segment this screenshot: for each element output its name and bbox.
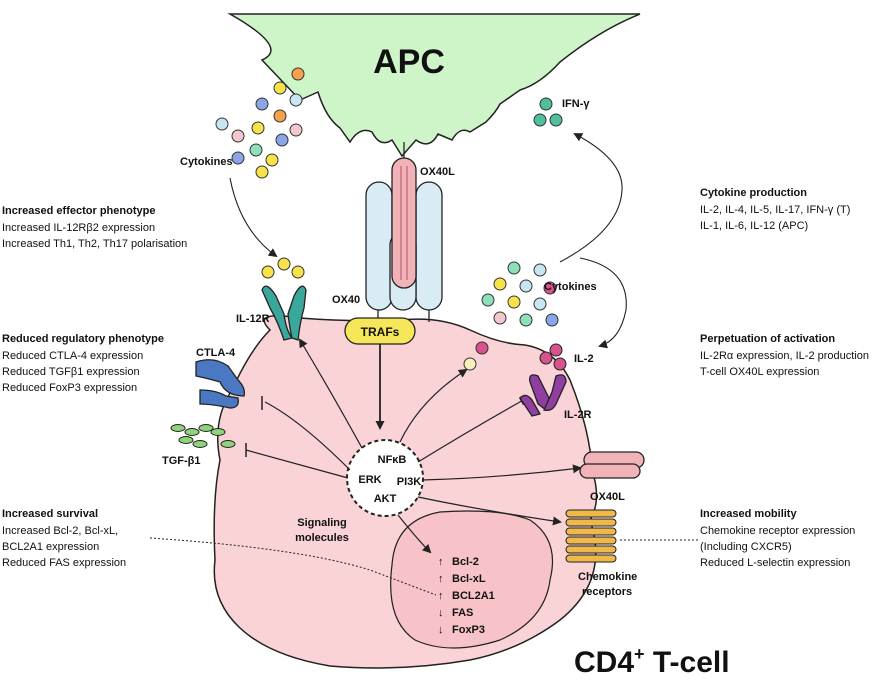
cytokines-right-arrow — [579, 257, 627, 349]
gene-arrow: ↑ — [438, 573, 444, 585]
signaling-caption-1: Signaling — [297, 517, 347, 529]
gene-arrow: ↑ — [438, 556, 444, 568]
panel-line: Reduced FAS expression — [2, 557, 126, 569]
apc-label: APC — [373, 43, 445, 81]
erk-label: ERK — [358, 474, 381, 486]
panel-title: Increased mobility — [700, 508, 797, 520]
cytokines-left-label: Cytokines — [180, 156, 233, 168]
ox40l-top-label: OX40L — [420, 166, 455, 178]
signaling-caption-2: molecules — [295, 532, 349, 544]
tcell-label: CD4+ T-cell — [574, 644, 730, 679]
ox40-complex — [365, 142, 443, 322]
panel-regulatory: Reduced regulatory phenotype Reduced CTL… — [2, 333, 164, 394]
panel-line: Increased IL-12Rβ2 expression — [2, 222, 155, 234]
gene-arrow: ↓ — [438, 607, 444, 619]
tcell-label-suffix: T-cell — [645, 646, 730, 679]
panel-line: Reduced FoxP3 expression — [2, 382, 137, 394]
chemokine-label-2: receptors — [582, 586, 632, 598]
panel-title: Increased survival — [2, 508, 98, 520]
pi3k-label: PI3K — [397, 476, 422, 488]
nucleus-gene-list: ↑ Bcl-2 ↑ Bcl-xL ↑ BCL2A1 ↓ FAS ↓ FoxP3 — [438, 556, 495, 636]
akt-label: AKT — [374, 493, 397, 505]
panel-title: Reduced regulatory phenotype — [2, 333, 164, 345]
il2r-label: IL-2R — [564, 409, 592, 421]
panel-line: Reduced CTLA-4 expression — [2, 350, 143, 362]
il12-ligands — [261, 257, 305, 279]
panel-line: Chemokine receptor expression — [700, 525, 855, 537]
panel-line: IL-2, IL-4, IL-5, IL-17, IFN-γ (T) — [700, 204, 850, 216]
gene-arrow: ↓ — [438, 624, 444, 636]
il12r-receptor — [261, 285, 307, 341]
gene-name: FoxP3 — [452, 624, 485, 636]
panel-line: T-cell OX40L expression — [700, 366, 819, 378]
panel-effector: Increased effector phenotype Increased I… — [2, 205, 187, 250]
nfkb-label: NFκB — [378, 454, 407, 466]
cytokines-apc-cluster — [215, 67, 305, 179]
tcell-label-main: CD4 — [574, 646, 634, 679]
panel-line: Reduced TGFβ1 expression — [2, 366, 140, 378]
tgfb1-molecules — [170, 424, 236, 448]
panel-line: IL-2Rα expression, IL-2 production — [700, 350, 869, 362]
panel-line: IL-1, IL-6, IL-12 (APC) — [700, 220, 808, 232]
panel-title: Cytokine production — [700, 187, 807, 199]
panel-cytokine-production: Cytokine production IL-2, IL-4, IL-5, IL… — [700, 187, 850, 232]
gene-name: Bcl-xL — [452, 573, 486, 585]
ox40l-right-label: OX40L — [590, 491, 625, 503]
cytokines-left-arrow — [229, 177, 278, 258]
chemokine-receptors — [565, 509, 617, 563]
trafs-label: TRAFs — [361, 325, 400, 339]
panel-line: Increased Bcl-2, Bcl-xL, — [2, 525, 118, 537]
panel-line: Increased Th1, Th2, Th17 polarisation — [2, 238, 187, 250]
gene-name: FAS — [452, 607, 473, 619]
panel-line: (Including CXCR5) — [700, 541, 792, 553]
tgfb1-label: TGF-β1 — [162, 455, 201, 467]
il2-label: IL-2 — [574, 353, 594, 365]
il2-molecules — [539, 343, 567, 371]
apc-cell — [227, 13, 641, 158]
gene-arrow: ↑ — [438, 590, 444, 602]
panel-line: Reduced L-selectin expression — [700, 557, 850, 569]
chemokine-label-1: Chemokine — [578, 571, 637, 583]
panel-title: Increased effector phenotype — [2, 205, 155, 217]
panel-mobility: Increased mobility Chemokine receptor ex… — [700, 508, 855, 569]
gene-name: BCL2A1 — [452, 590, 495, 602]
gene-name: Bcl-2 — [452, 556, 479, 568]
ifn-label: IFN-γ — [562, 98, 590, 110]
ifn-arrow — [559, 133, 623, 263]
ifn-gamma-molecules — [533, 97, 563, 127]
hub-arrows — [245, 338, 582, 554]
panel-line: BCL2A1 expression — [2, 541, 99, 553]
panel-survival: Increased survival Increased Bcl-2, Bcl-… — [2, 508, 126, 569]
ctla4-label: CTLA-4 — [196, 347, 236, 359]
survival-connector — [149, 537, 437, 596]
panel-activation: Perpetuation of activation IL-2Rα expres… — [700, 333, 869, 378]
ox40-label: OX40 — [332, 294, 360, 306]
il12r-label: IL-12R — [236, 313, 270, 325]
ox40l-tcell — [579, 451, 645, 479]
il2r-receptor — [519, 374, 567, 417]
tcell-label-sup: + — [634, 644, 645, 664]
panel-title: Perpetuation of activation — [700, 333, 835, 345]
cytokines-tcell-cluster — [463, 261, 559, 371]
cytokines-right-label: Cytokines — [544, 281, 597, 293]
ctla4-receptor — [195, 359, 246, 409]
